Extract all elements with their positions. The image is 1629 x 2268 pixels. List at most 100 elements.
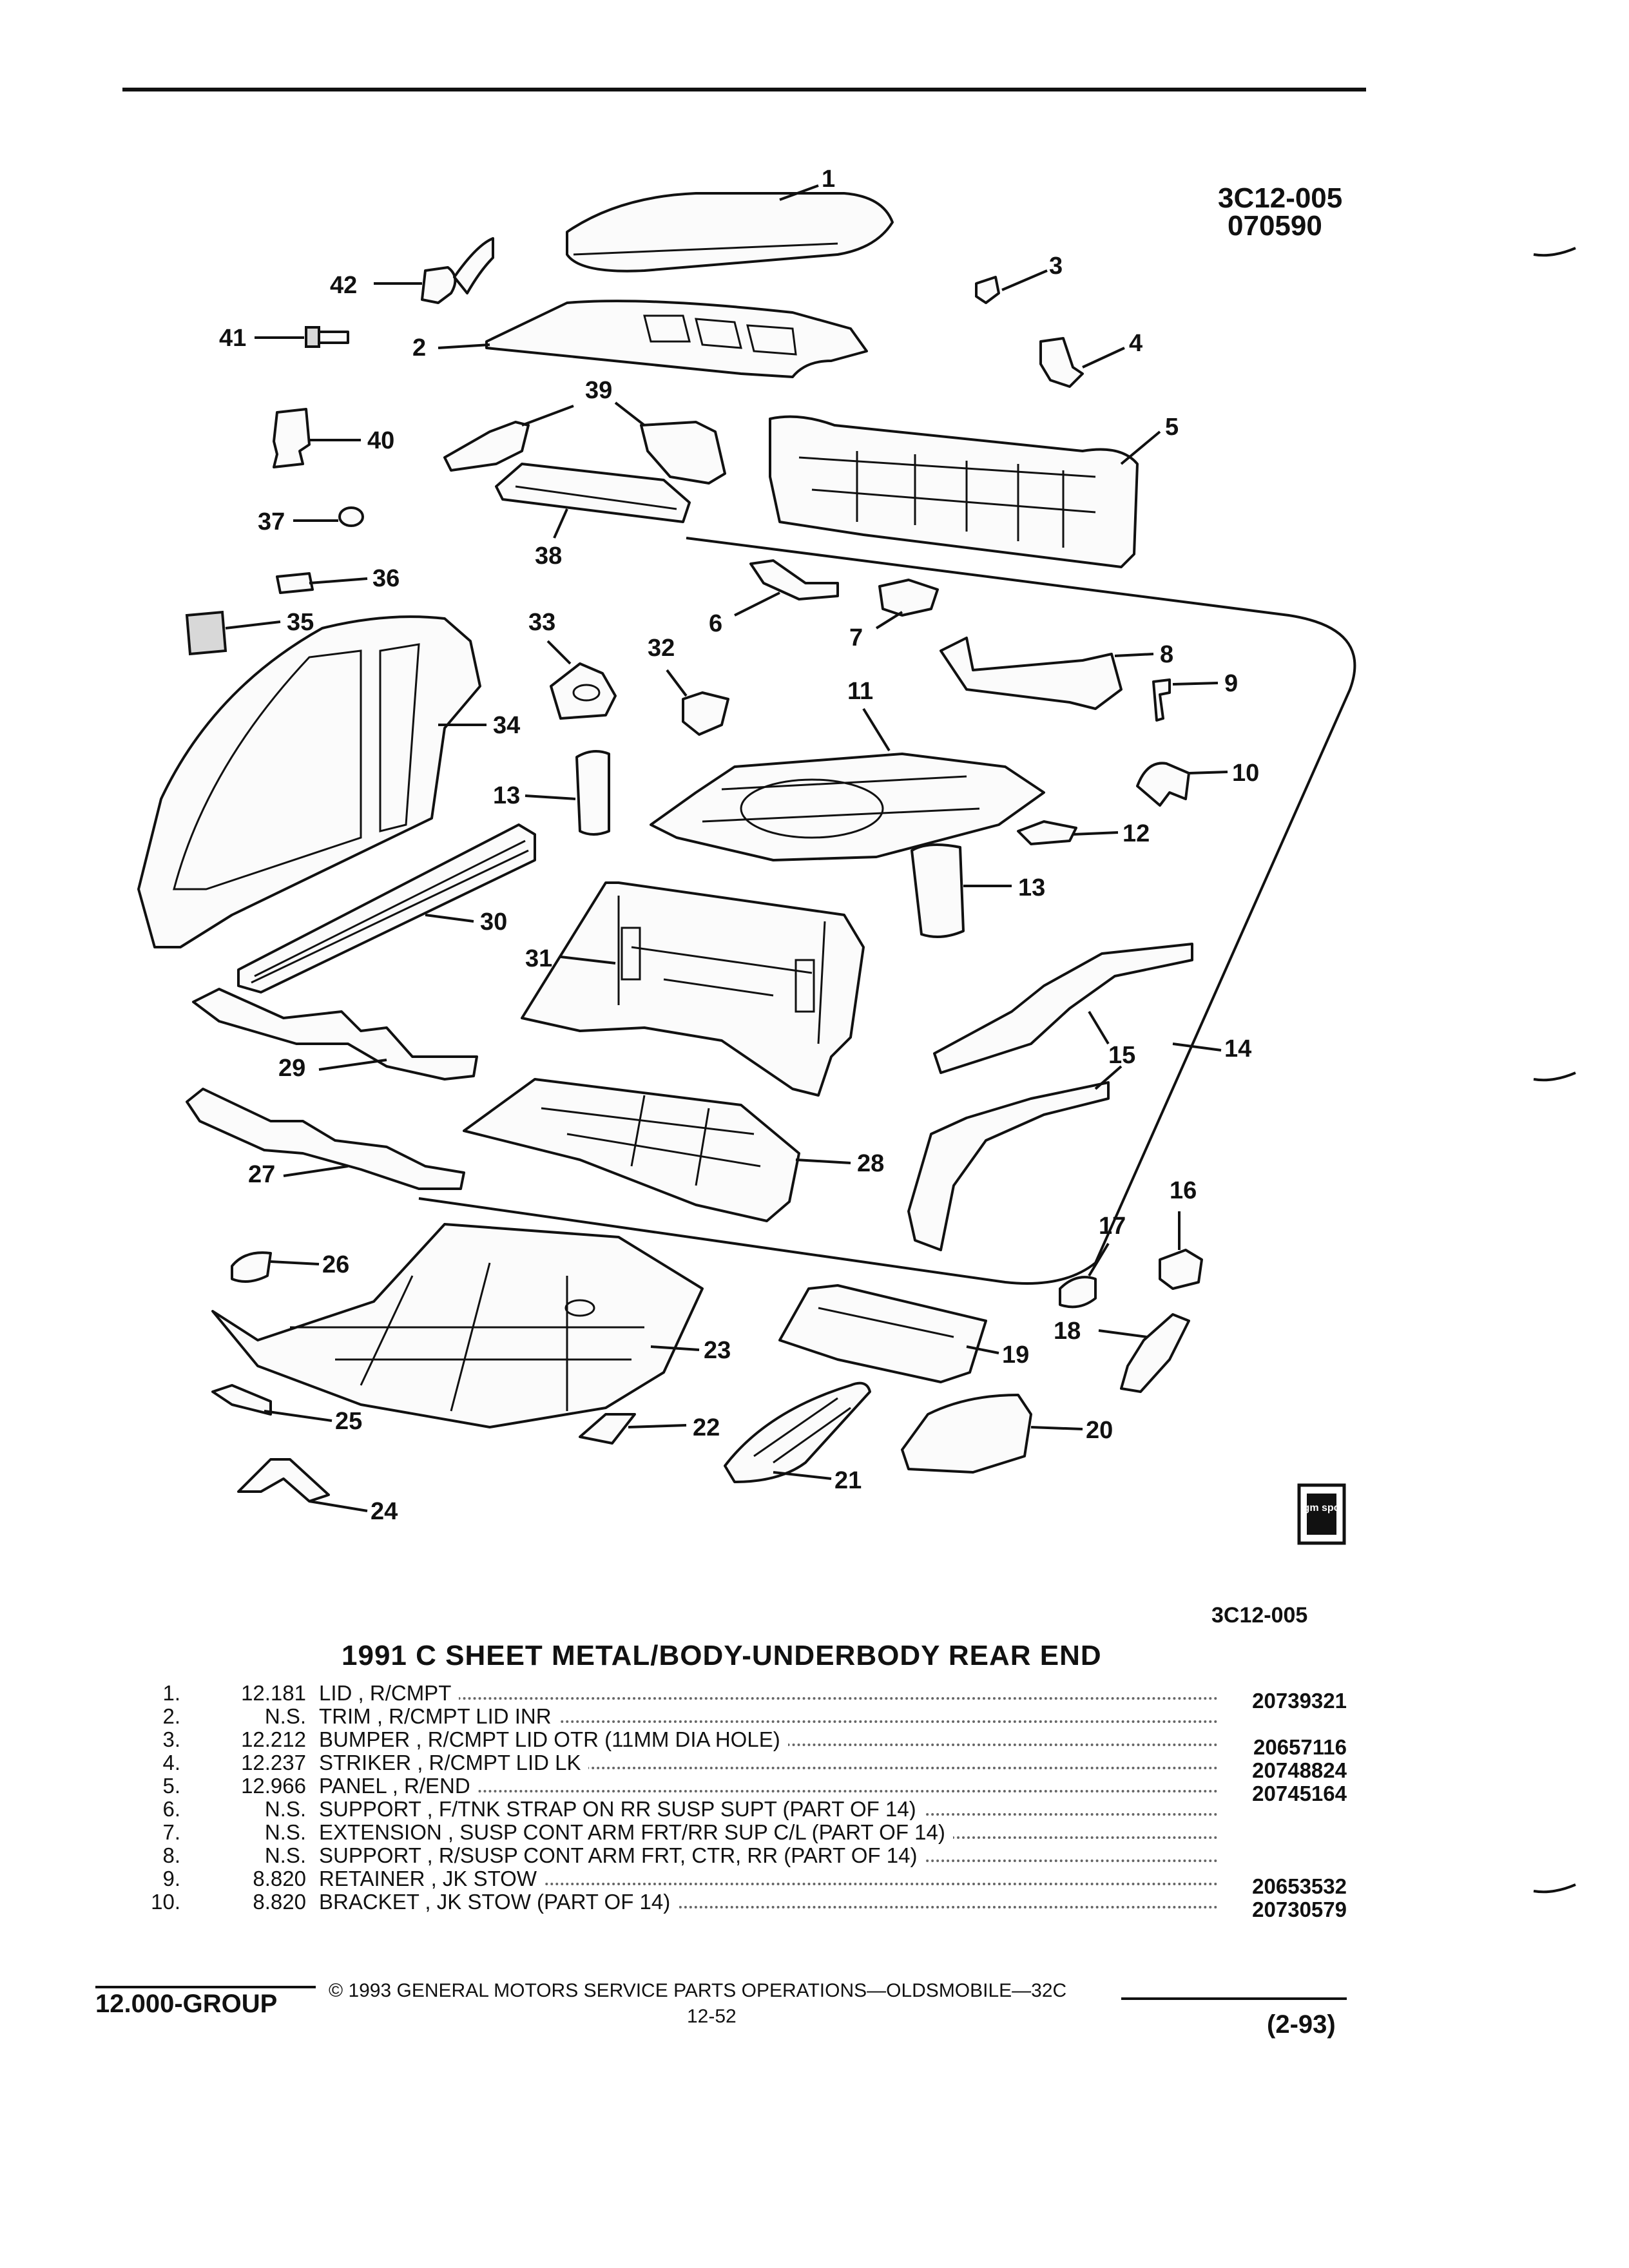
part-12-plate bbox=[1017, 820, 1077, 845]
margin-mark bbox=[1533, 1072, 1576, 1082]
part-number: 20739321 bbox=[1252, 1689, 1347, 1713]
list-item: 2. N.S. TRIM , R/CMPT LID INR bbox=[148, 1704, 1347, 1728]
part-11-floor-pan bbox=[650, 753, 1045, 861]
part-13-cover-left bbox=[575, 750, 610, 836]
assembly-14-outline bbox=[418, 537, 1356, 1285]
leader-line bbox=[1030, 1426, 1083, 1430]
leader-dots bbox=[319, 1883, 1218, 1885]
item-ref: 8.820 bbox=[253, 1890, 306, 1914]
callout-21: 21 bbox=[834, 1467, 862, 1494]
callout-38: 38 bbox=[535, 543, 562, 570]
callout-12: 12 bbox=[1123, 820, 1150, 847]
item-description: BUMPER , R/CMPT LID OTR (11MM DIA HOLE) bbox=[319, 1727, 788, 1751]
callout-39: 39 bbox=[585, 377, 612, 404]
part-37-grommet bbox=[338, 506, 364, 527]
list-item: 10. 8.820 BRACKET , JK STOW (PART OF 14)… bbox=[148, 1890, 1347, 1921]
callout-23: 23 bbox=[704, 1337, 731, 1364]
callout-17: 17 bbox=[1099, 1213, 1126, 1240]
leader-line bbox=[862, 707, 891, 752]
list-item: 4. 12.237 STRIKER , R/CMPT LID LK 207488… bbox=[148, 1751, 1347, 1782]
leader-line bbox=[650, 1345, 700, 1351]
callout-34: 34 bbox=[493, 712, 520, 739]
figure-code-bottom: 3C12-005 bbox=[1211, 1603, 1308, 1628]
callout-40: 40 bbox=[367, 427, 394, 454]
part-21-heat-shield bbox=[724, 1381, 871, 1483]
item-description: STRIKER , R/CMPT LID LK bbox=[319, 1751, 589, 1774]
list-item: 3. 12.212 BUMPER , R/CMPT LID OTR (11MM … bbox=[148, 1727, 1347, 1759]
callout-33: 33 bbox=[528, 609, 555, 636]
part-8-support bbox=[940, 637, 1123, 710]
part-number: 20653532 bbox=[1252, 1874, 1347, 1898]
callout-41: 41 bbox=[219, 325, 246, 352]
item-description: LID , R/CMPT bbox=[319, 1681, 459, 1705]
leader-line bbox=[270, 1260, 320, 1265]
callout-26: 26 bbox=[322, 1251, 349, 1278]
leader-line bbox=[283, 1165, 349, 1177]
leader-line bbox=[546, 640, 572, 665]
leader-line bbox=[318, 1059, 387, 1071]
list-item: 1. 12.181 LID , R/CMPT 20739321 bbox=[148, 1681, 1347, 1713]
footer-page-number: 12-52 bbox=[687, 2006, 737, 2027]
part-34-body-side bbox=[137, 615, 481, 948]
part-number: 20748824 bbox=[1252, 1758, 1347, 1782]
callout-5: 5 bbox=[1165, 414, 1179, 441]
leader-line bbox=[309, 1500, 368, 1512]
leader-line bbox=[225, 620, 281, 629]
part-9-retainer bbox=[1152, 678, 1171, 722]
leader-line bbox=[1082, 347, 1125, 369]
part-26-plug bbox=[231, 1251, 272, 1283]
callout-27: 27 bbox=[248, 1161, 275, 1188]
footer-group: 12.000-GROUP bbox=[95, 1990, 278, 2018]
part-36-clip bbox=[276, 572, 314, 594]
part-24-bracket bbox=[237, 1458, 330, 1503]
callout-25: 25 bbox=[335, 1408, 362, 1435]
callout-24: 24 bbox=[371, 1498, 398, 1525]
callout-18: 18 bbox=[1054, 1318, 1081, 1345]
callout-1: 1 bbox=[822, 166, 835, 193]
item-number: 9. bbox=[162, 1867, 180, 1890]
callout-28: 28 bbox=[857, 1150, 884, 1177]
callout-32: 32 bbox=[648, 635, 675, 662]
item-ref: 12.212 bbox=[241, 1727, 306, 1751]
part-29-rail bbox=[192, 988, 478, 1081]
footer-rule-right bbox=[1121, 1997, 1347, 2000]
leader-line bbox=[1088, 1010, 1123, 1090]
leader-line bbox=[309, 577, 368, 584]
leader-line bbox=[1072, 831, 1119, 836]
callout-22: 22 bbox=[693, 1414, 720, 1441]
item-number: 10. bbox=[151, 1890, 180, 1914]
callout-20: 20 bbox=[1086, 1417, 1113, 1444]
leader-line bbox=[560, 956, 616, 965]
leader-line bbox=[553, 508, 568, 539]
part-33-mount bbox=[550, 662, 617, 720]
leader-line bbox=[425, 914, 474, 923]
item-ref: 8.820 bbox=[253, 1867, 306, 1890]
leader-line bbox=[875, 611, 903, 629]
leader-dots bbox=[319, 1790, 1218, 1792]
part-42-hinge bbox=[421, 237, 494, 304]
footer-rule-left bbox=[95, 1986, 316, 1988]
leader-dots bbox=[319, 1767, 1218, 1769]
callout-42: 42 bbox=[330, 272, 357, 299]
part-18-bracket bbox=[1120, 1313, 1190, 1393]
leader-line bbox=[525, 794, 576, 800]
callout-13-left: 13 bbox=[493, 782, 520, 809]
part-4-striker bbox=[1039, 337, 1084, 388]
leader-line bbox=[1001, 269, 1048, 291]
item-ref: N.S. bbox=[264, 1704, 306, 1728]
list-item: 5. 12.966 PANEL , R/END 20745164 bbox=[148, 1774, 1347, 1805]
leader-line bbox=[1188, 771, 1228, 774]
item-description: SUPPORT , R/SUSP CONT ARM FRT, CTR, RR (… bbox=[319, 1843, 925, 1867]
part-19-panel bbox=[778, 1284, 987, 1383]
part-number: 20730579 bbox=[1252, 1898, 1347, 1921]
list-item: 9. 8.820 RETAINER , JK STOW 20653532 bbox=[148, 1867, 1347, 1898]
callout-36: 36 bbox=[372, 565, 400, 592]
item-description: TRIM , R/CMPT LID INR bbox=[319, 1704, 559, 1728]
item-number: 7. bbox=[162, 1820, 180, 1844]
footer-copyright: © 1993 GENERAL MOTORS SERVICE PARTS OPER… bbox=[329, 1980, 1067, 2001]
item-number: 8. bbox=[162, 1843, 180, 1867]
callout-14: 14 bbox=[1224, 1035, 1251, 1062]
callout-3: 3 bbox=[1049, 253, 1063, 280]
leader-line bbox=[773, 1471, 832, 1480]
item-number: 2. bbox=[162, 1704, 180, 1728]
